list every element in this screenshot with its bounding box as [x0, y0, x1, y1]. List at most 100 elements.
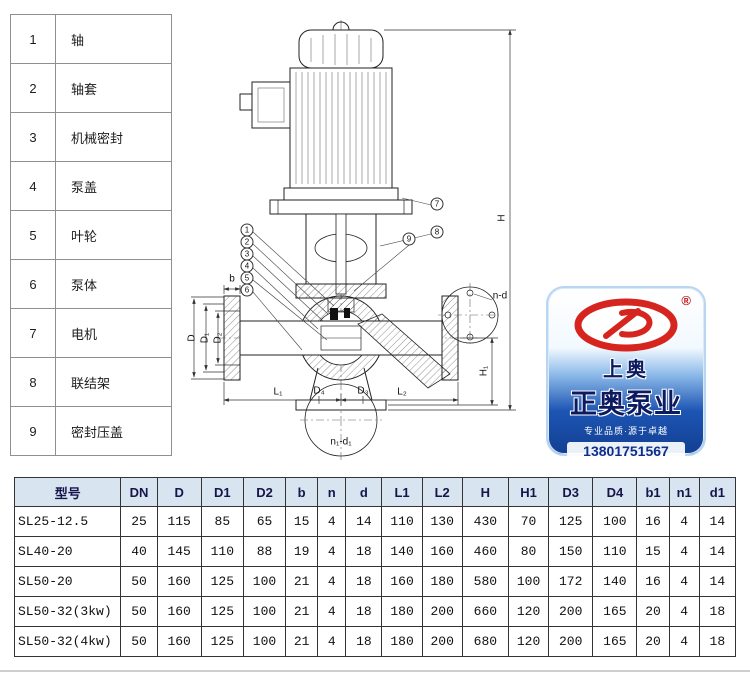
table-cell: 18 [345, 626, 383, 657]
table-cell: 4 [317, 626, 347, 657]
table-cell: 18 [345, 566, 383, 597]
table-cell: 460 [461, 536, 509, 567]
table-cell: 4 [317, 566, 347, 597]
table-cell: 125 [200, 566, 244, 597]
table-cell: SL40-20 [13, 536, 122, 567]
table-cell: 50 [120, 596, 158, 627]
table-cell: 泵体 [55, 259, 172, 309]
table-cell: 7 [10, 308, 56, 358]
column-header: d [345, 477, 383, 507]
dim-label-l2: L₂ [397, 386, 407, 398]
column-header: b [285, 477, 319, 507]
table-cell: 轴 [55, 14, 172, 64]
table-cell: 密封压盖 [55, 406, 172, 456]
table-cell: 200 [421, 596, 463, 627]
table-cell: 4 [668, 536, 700, 567]
table-cell: 125 [200, 626, 244, 657]
table-cell: SL50-32(3kw) [13, 596, 122, 627]
column-header: n [317, 477, 347, 507]
table-cell: 80 [507, 536, 550, 567]
table-cell: 联结架 [55, 357, 172, 407]
table-cell: 165 [592, 596, 638, 627]
table-cell: 4 [317, 596, 347, 627]
table-cell: 泵盖 [55, 161, 172, 211]
table-cell: 110 [592, 536, 638, 567]
brand-badge: ® 上奥 正奥泵业 专业品质·源于卓越 13801751567 [546, 286, 706, 460]
table-cell: 50 [120, 626, 158, 657]
callout-8: 8 [430, 225, 444, 239]
table-cell: 180 [421, 566, 463, 597]
table-cell: 580 [461, 566, 509, 597]
table-cell: 5 [10, 210, 56, 260]
table-cell: 14 [345, 506, 383, 537]
table-cell: 120 [507, 596, 550, 627]
dim-label-d: D [186, 334, 198, 342]
dim-label-l1: L₁ [273, 386, 283, 398]
column-header: L1 [381, 477, 423, 507]
table-cell: 25 [120, 506, 158, 537]
table-cell: 4 [668, 626, 700, 657]
table-cell: 14 [698, 506, 737, 537]
table-cell: 6 [10, 259, 56, 309]
table-cell: 200 [421, 626, 463, 657]
registered-trademark-icon: ® [681, 293, 691, 308]
table-cell: 160 [156, 626, 202, 657]
table-cell: 100 [242, 566, 287, 597]
table-cell: 21 [285, 566, 319, 597]
table-cell: 1 [10, 14, 56, 64]
column-header: D4 [592, 477, 638, 507]
column-header: DN [120, 477, 158, 507]
table-cell: 160 [421, 536, 463, 567]
brand-logo-icon [574, 298, 678, 352]
table-cell: 9 [10, 406, 56, 456]
table-cell: 40 [120, 536, 158, 567]
column-header: d1 [698, 477, 737, 507]
table-cell: 叶轮 [55, 210, 172, 260]
table-cell: 65 [242, 506, 287, 537]
table-cell: 115 [156, 506, 202, 537]
dim-label-d1: D₁ [199, 332, 211, 344]
dim-label-h: H [496, 214, 508, 222]
table-cell: 125 [200, 596, 244, 627]
table-cell: 110 [381, 506, 423, 537]
table-cell: 680 [461, 626, 509, 657]
brand-name-top: 上奥 [603, 359, 649, 381]
table-cell: 4 [668, 596, 700, 627]
table-cell: 100 [507, 566, 550, 597]
table-cell: 14 [698, 566, 737, 597]
callout-6: 6 [240, 283, 254, 297]
table-cell: 660 [461, 596, 509, 627]
page-bottom-divider [0, 670, 750, 672]
table-cell: 20 [636, 596, 670, 627]
table-cell: 172 [548, 566, 594, 597]
table-cell: 18 [345, 596, 383, 627]
table-cell: 4 [317, 506, 347, 537]
table-cell: 100 [242, 596, 287, 627]
table-cell: 430 [461, 506, 509, 537]
dim-label-d4: D₄ [313, 385, 325, 397]
table-cell: 160 [156, 566, 202, 597]
table-cell: 4 [317, 536, 347, 567]
phone-number: 13801751567 [567, 442, 685, 460]
callout-5: 5 [240, 271, 254, 285]
table-cell: 18 [345, 536, 383, 567]
table-cell: 电机 [55, 308, 172, 358]
column-header: H1 [507, 477, 550, 507]
table-cell: SL50-32(4kw) [13, 626, 122, 657]
table-cell: 200 [548, 596, 594, 627]
table-cell: 180 [381, 596, 423, 627]
table-cell: 18 [698, 626, 737, 657]
